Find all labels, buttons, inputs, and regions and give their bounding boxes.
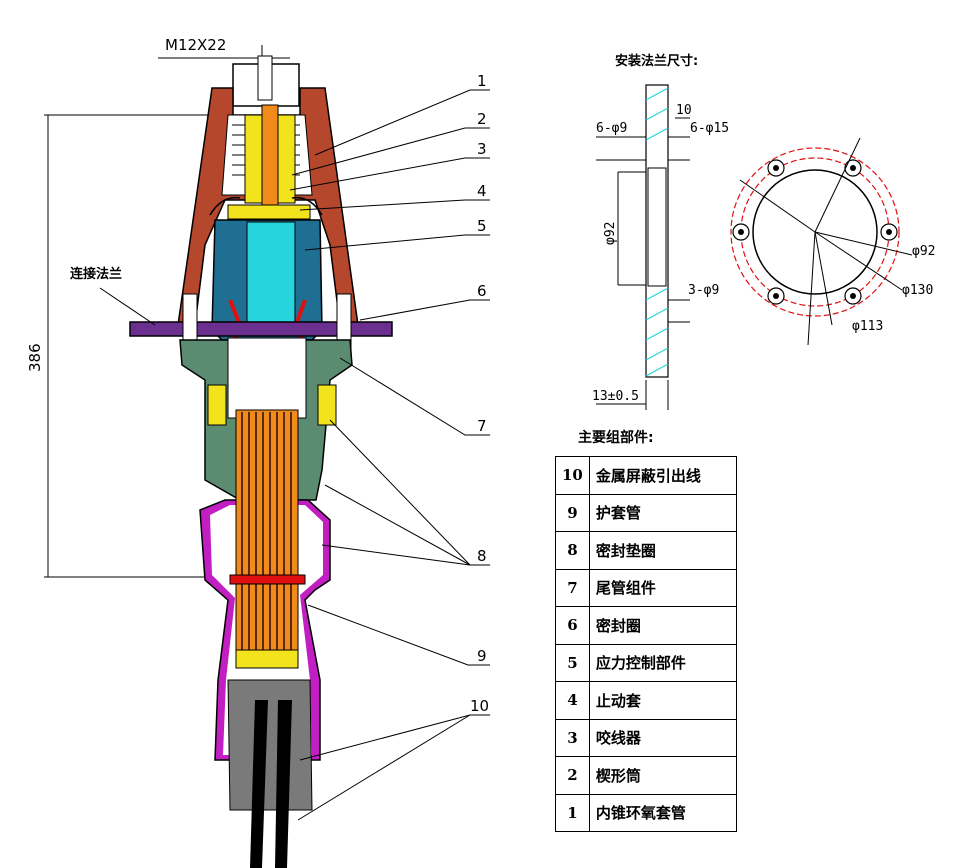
height-dim-text: 386 bbox=[26, 343, 44, 372]
svg-text:φ92: φ92 bbox=[912, 244, 935, 259]
svg-text:8: 8 bbox=[477, 547, 487, 565]
parts-list-title: 主要组部件: bbox=[578, 430, 654, 446]
svg-text:3-φ9: 3-φ9 bbox=[688, 283, 719, 298]
svg-text:3: 3 bbox=[477, 140, 487, 158]
svg-text:1: 1 bbox=[477, 72, 487, 90]
mounting-flange bbox=[129, 321, 393, 337]
svg-text:2: 2 bbox=[477, 110, 487, 128]
flange-label: 连接法兰 bbox=[70, 266, 122, 282]
flange-section-view: 6-φ9 6-φ15 10 φ92 3-φ9 13±0.5 bbox=[592, 84, 729, 410]
termination-body bbox=[129, 55, 393, 868]
svg-text:φ130: φ130 bbox=[902, 283, 933, 298]
svg-text:5: 5 bbox=[477, 217, 487, 235]
svg-text:9: 9 bbox=[477, 647, 487, 665]
flange-front-view: φ92 φ130 φ113 bbox=[730, 137, 935, 346]
svg-text:6-φ9: 6-φ9 bbox=[596, 121, 627, 136]
callout-numbers: 1 2 3 4 5 6 7 8 9 10 bbox=[470, 72, 489, 715]
callout-leaders bbox=[289, 89, 490, 821]
svg-text:6: 6 bbox=[477, 282, 487, 300]
svg-text:13±0.5: 13±0.5 bbox=[592, 389, 639, 404]
svg-text:φ113: φ113 bbox=[852, 319, 883, 334]
height-dimension: 386 bbox=[26, 114, 230, 578]
svg-text:10: 10 bbox=[470, 697, 489, 715]
svg-text:10: 10 bbox=[676, 103, 692, 118]
thread-label: M12X22 bbox=[165, 36, 226, 54]
flange-dimensions-title: 安装法兰尺寸: bbox=[615, 54, 699, 69]
svg-text:6-φ15: 6-φ15 bbox=[690, 121, 729, 136]
svg-text:φ92: φ92 bbox=[603, 222, 618, 245]
svg-text:7: 7 bbox=[477, 417, 487, 435]
svg-text:4: 4 bbox=[477, 182, 487, 200]
